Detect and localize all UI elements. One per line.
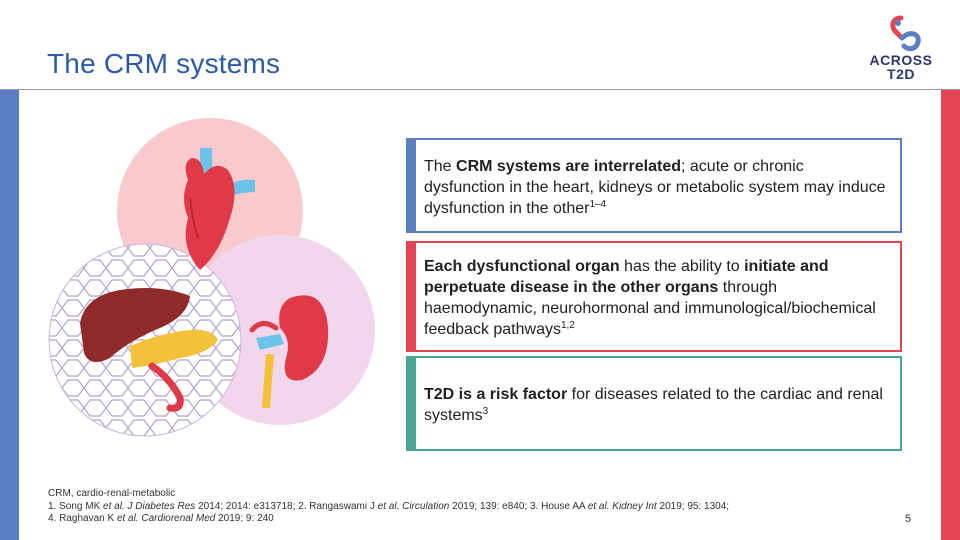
right-accent-bar bbox=[941, 90, 960, 540]
footnote: CRM, cardio-renal-metabolic 1. Song MK e… bbox=[48, 488, 848, 526]
box1-text-a: The bbox=[424, 158, 457, 175]
liver-icon bbox=[80, 288, 190, 362]
pancreas-icon bbox=[130, 329, 218, 412]
box3-bold-a: T2D is a risk factor bbox=[424, 386, 568, 403]
heart-icon bbox=[184, 148, 255, 270]
statement-box-risk-factor: T2D is a risk factor for diseases relate… bbox=[406, 356, 902, 451]
box2-reference: 1,2 bbox=[560, 320, 575, 331]
box1-text-b: ; acute or chronic dysfunction in the he… bbox=[424, 158, 886, 217]
organ-illustration bbox=[48, 118, 375, 437]
statement-box-dysfunctional-organ: Each dysfunctional organ has the ability… bbox=[406, 241, 902, 352]
footnote-abbreviation: CRM, cardio-renal-metabolic bbox=[48, 488, 176, 499]
box2-bold-b: initiate and perpetuate disease in the o… bbox=[424, 258, 829, 296]
box3-reference: 3 bbox=[482, 406, 489, 417]
box2-bold-a: Each dysfunctional organ bbox=[424, 258, 620, 275]
page-number: 5 bbox=[905, 513, 912, 525]
footnote-references-line-1: 1. Song MK et al. J Diabetes Res 2014; 2… bbox=[48, 500, 730, 512]
slide-title: The CRM systems bbox=[47, 48, 281, 79]
footnote-references-line-2: 4. Raghavan K et al. Cardiorenal Med 201… bbox=[48, 513, 274, 524]
kidney-icon bbox=[249, 295, 329, 408]
box3-text-a: for diseases related to the cardiac and … bbox=[424, 386, 883, 424]
box1-bold-a: CRM systems are interrelated bbox=[456, 158, 681, 175]
title-divider bbox=[0, 89, 960, 90]
logo-line-1: ACROSS bbox=[869, 52, 933, 68]
logo-line-2: T2D bbox=[887, 66, 915, 82]
fat-tissue-circle bbox=[48, 243, 242, 437]
left-accent-bar bbox=[0, 90, 19, 540]
across-t2d-logo-icon bbox=[890, 15, 921, 52]
box2-text-b: through haemodynamic, neurohormonal and … bbox=[424, 279, 876, 338]
box2-text-a: has the ability to bbox=[619, 258, 745, 275]
logo-wordmark: ACROSS T2D bbox=[868, 53, 934, 81]
box1-reference: 1–4 bbox=[589, 199, 607, 210]
statement-box-interrelated: The CRM systems are interrelated; acute … bbox=[406, 138, 902, 233]
